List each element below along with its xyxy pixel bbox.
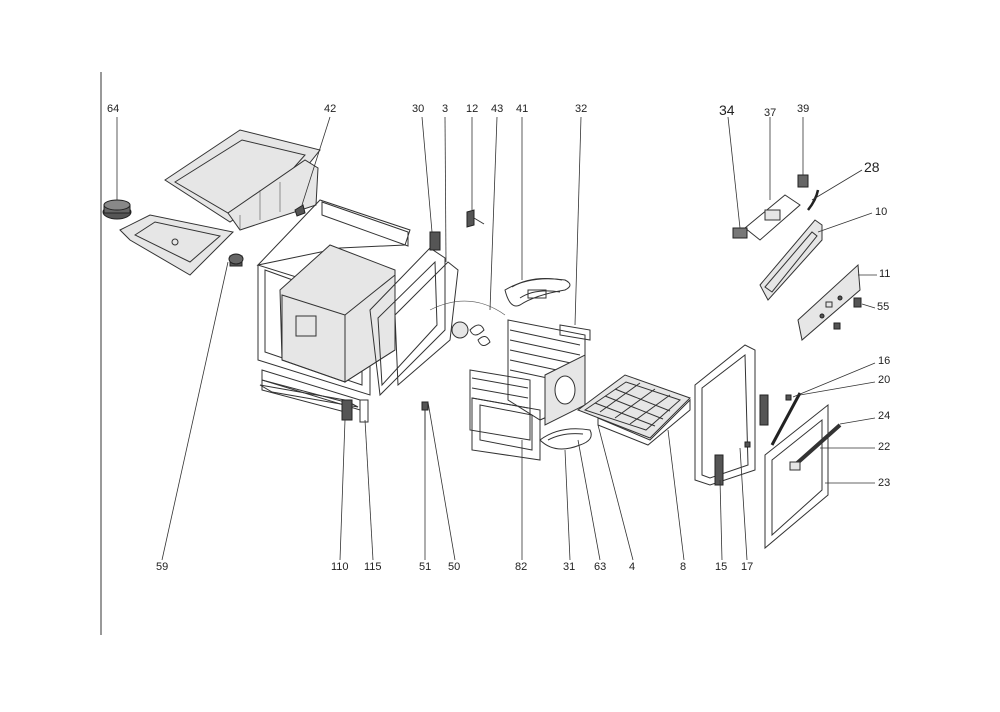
- part-label-34: 34: [719, 102, 735, 118]
- fan-motor-part: [429, 300, 506, 346]
- small-screw-part: [785, 394, 792, 401]
- door-seal-frame-part: [369, 231, 459, 397]
- part-label-39: 39: [797, 103, 810, 115]
- part-label-28: 28: [864, 159, 880, 175]
- wire-shelf-part: [576, 374, 691, 446]
- part-label-59: 59: [156, 561, 169, 573]
- grill-element-part: [504, 278, 571, 307]
- side-rack-part: [469, 369, 541, 461]
- small-screw-part-2: [744, 441, 751, 448]
- part-label-37: 37: [764, 107, 777, 119]
- bottom-element-part: [539, 428, 592, 450]
- small-clip-part: [294, 204, 306, 217]
- part-label-51: 51: [419, 561, 432, 573]
- part-label-41: 41: [516, 103, 529, 115]
- part-label-20: 20: [878, 374, 891, 386]
- part-label-32: 32: [575, 103, 588, 115]
- leader-lines: [116, 116, 877, 561]
- part-label-115: 115: [364, 561, 382, 573]
- part-label-63: 63: [594, 561, 607, 573]
- bracket-part: [466, 209, 485, 228]
- oven-cabinet-part: [256, 199, 411, 413]
- part-label-4: 4: [629, 561, 636, 573]
- oven-liner-racks-part: [507, 319, 591, 426]
- flue-duct-part: [119, 214, 244, 276]
- part-label-50: 50: [448, 561, 461, 573]
- part-label-22: 22: [878, 441, 891, 453]
- part-label-23: 23: [878, 477, 891, 489]
- part-label-3: 3: [442, 103, 449, 115]
- door-seal-strip-part: [770, 392, 802, 446]
- part-label-24: 24: [878, 410, 891, 422]
- screw-part: [421, 401, 429, 440]
- part-label-15: 15: [715, 561, 728, 573]
- part-label-43: 43: [491, 103, 504, 115]
- control-panel-part: [759, 219, 862, 341]
- outer-glass-door-part: [764, 403, 842, 550]
- burner-cap-part: [102, 199, 132, 220]
- part-label-30: 30: [412, 103, 425, 115]
- part-label-82: 82: [515, 561, 528, 573]
- part-label-42: 42: [324, 103, 337, 115]
- outer-door-frame-part: [694, 344, 769, 486]
- part-label-16: 16: [878, 355, 891, 367]
- part-label-64: 64: [107, 103, 120, 115]
- part-label-12: 12: [466, 103, 479, 115]
- part-label-17: 17: [741, 561, 754, 573]
- part-label-11: 11: [879, 268, 891, 280]
- part-label-8: 8: [680, 561, 687, 573]
- part-label-10: 10: [875, 206, 888, 218]
- part-label-55: 55: [877, 301, 890, 313]
- part-label-31: 31: [563, 561, 576, 573]
- control-board-part: [732, 174, 820, 241]
- part-label-110: 110: [331, 561, 349, 573]
- bottom-rail-part: [259, 384, 369, 423]
- top-cover-part: [164, 129, 321, 231]
